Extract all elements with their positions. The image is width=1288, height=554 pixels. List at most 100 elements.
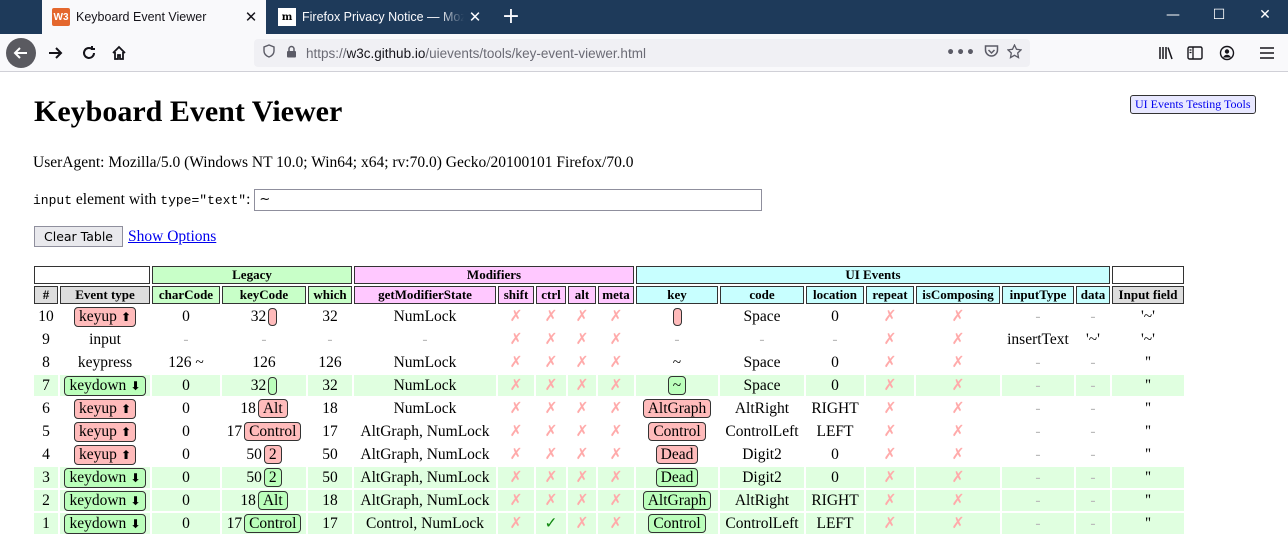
cell-key: ~	[636, 375, 718, 396]
cell-getmodifierstate: AltGraph, NumLock	[360, 423, 490, 440]
user-agent-text: UserAgent: Mozilla/5.0 (Windows NT 10.0;…	[33, 154, 634, 171]
cell-alt: ✗	[575, 353, 589, 371]
event-type-badge: keyup ⬆	[73, 421, 137, 442]
cell-key: ~	[636, 352, 718, 373]
reload-button[interactable]	[74, 38, 104, 68]
cell-which: -	[327, 331, 333, 348]
event-type-label: keypress	[77, 354, 133, 371]
event-type-label: keyup	[78, 422, 117, 440]
col-header-which: which	[308, 286, 352, 304]
close-window-button[interactable]: ✕	[1259, 7, 1271, 23]
keycode-key-badge: Alt	[257, 491, 288, 510]
home-button[interactable]	[104, 38, 134, 68]
close-tab-icon[interactable]: ✕	[468, 9, 482, 26]
cell-alt: ✗	[568, 513, 596, 534]
shield-icon[interactable]	[258, 44, 280, 62]
keycode-value: 32	[250, 376, 267, 394]
keycode-value: 50	[246, 469, 262, 486]
clear-table-button[interactable]: Clear Table	[34, 226, 123, 247]
tab-firefox-privacy-notice[interactable]: m Firefox Privacy Notice — Mozilla ✕	[268, 0, 490, 34]
forward-button[interactable]	[40, 38, 70, 68]
cell-ctrl: ✗	[536, 490, 566, 511]
cell-location: 0	[806, 375, 864, 396]
event-table: Legacy Modifiers UI Events # Event type …	[32, 264, 1186, 536]
cell-number: 1	[34, 513, 58, 534]
minimize-button[interactable]: —	[1166, 7, 1180, 23]
cell-iscomposing: ✗	[916, 375, 1000, 396]
new-tab-button[interactable]: +	[501, 4, 521, 29]
maximize-button[interactable]: ☐	[1212, 7, 1226, 23]
bookmark-star-icon[interactable]	[1006, 42, 1023, 63]
key-badge: Dead	[655, 468, 699, 487]
cell-keycode: 32	[222, 306, 306, 327]
arrow-up-icon: ⬆	[116, 309, 132, 324]
keycode-value: 17	[226, 423, 243, 440]
library-icon[interactable]	[1151, 38, 1181, 68]
cell-meta: ✗	[598, 467, 634, 488]
cell-inputtype: -	[1035, 446, 1041, 463]
cell-ctrl: ✓	[536, 513, 566, 534]
cell-location: 0	[831, 308, 839, 325]
cell-getmodifierstate: AltGraph, NumLock	[354, 467, 496, 488]
cell-alt: ✗	[575, 399, 589, 417]
back-button[interactable]	[6, 38, 36, 68]
pocket-icon[interactable]	[984, 44, 999, 62]
test-text-input[interactable]: ~	[254, 189, 763, 211]
input-row: input element with type="text" : ~	[33, 189, 763, 211]
cell-iscomposing: ✗	[951, 330, 965, 348]
cell-number: 2	[34, 490, 58, 511]
col-header-shift: shift	[498, 286, 534, 304]
tab-keyboard-event-viewer[interactable]: W3 Keyboard Event Viewer ✕	[42, 0, 266, 34]
cell-meta: ✗	[598, 513, 634, 534]
lock-icon[interactable]	[280, 45, 302, 62]
cell-key: AltGraph	[636, 398, 718, 419]
hamburger-menu-icon[interactable]	[1252, 38, 1282, 68]
forward-arrow-icon	[49, 47, 63, 59]
sidebar-icon[interactable]	[1180, 38, 1210, 68]
keycode-value: 18	[240, 492, 256, 509]
cell-data: -	[1090, 354, 1096, 371]
col-header-key: key	[636, 286, 718, 304]
cell-location: 0	[831, 446, 839, 463]
arrow-up-icon: ⬆	[116, 424, 132, 439]
show-options-link[interactable]: Show Options	[128, 227, 217, 245]
cell-inputtype: -	[1035, 423, 1041, 440]
url-text[interactable]: https://w3c.github.io/uievents/tools/key…	[306, 46, 946, 61]
column-header-row: # Event type charCode keyCode which getM…	[34, 286, 1184, 304]
cell-repeat: ✗	[883, 445, 897, 463]
cell-repeat: ✗	[866, 467, 914, 488]
cell-event-type: keypress	[60, 352, 150, 373]
keycode-key-badge	[268, 377, 278, 396]
cell-input-field: ''	[1112, 513, 1184, 534]
cell-getmodifierstate: Control, NumLock	[354, 513, 496, 534]
cell-ctrl: ✗	[544, 330, 558, 348]
cell-shift: ✗	[509, 445, 523, 463]
cell-alt: ✗	[575, 307, 589, 325]
close-tab-icon[interactable]: ✕	[244, 9, 258, 26]
ui-events-testing-tools-link[interactable]: UI Events Testing Tools	[1130, 95, 1256, 114]
cell-charcode: 0	[152, 513, 220, 534]
page-actions-menu-icon[interactable]: •••	[946, 45, 976, 61]
url-bar[interactable]: https://w3c.github.io/uievents/tools/key…	[254, 39, 1030, 67]
event-type-label: input	[89, 331, 121, 348]
cell-inputtype: -	[1035, 308, 1041, 325]
cell-key: AltGraph	[636, 490, 718, 511]
arrow-up-icon: ⬆	[116, 447, 132, 462]
cell-meta: ✗	[609, 353, 623, 371]
cell-repeat: ✗	[866, 490, 914, 511]
cell-code: -	[759, 331, 765, 348]
event-type-label: keydown	[69, 468, 127, 486]
cell-input-field: '~'	[1141, 331, 1155, 348]
cell-key	[636, 306, 718, 327]
cell-which: 32	[322, 308, 338, 325]
cell-repeat: ✗	[883, 353, 897, 371]
arrow-down-icon: ⬇	[126, 470, 141, 485]
account-icon[interactable]	[1212, 38, 1242, 68]
mozilla-favicon-icon: m	[278, 8, 296, 26]
cell-iscomposing: ✗	[916, 467, 1000, 488]
page-title: Keyboard Event Viewer	[34, 95, 343, 128]
